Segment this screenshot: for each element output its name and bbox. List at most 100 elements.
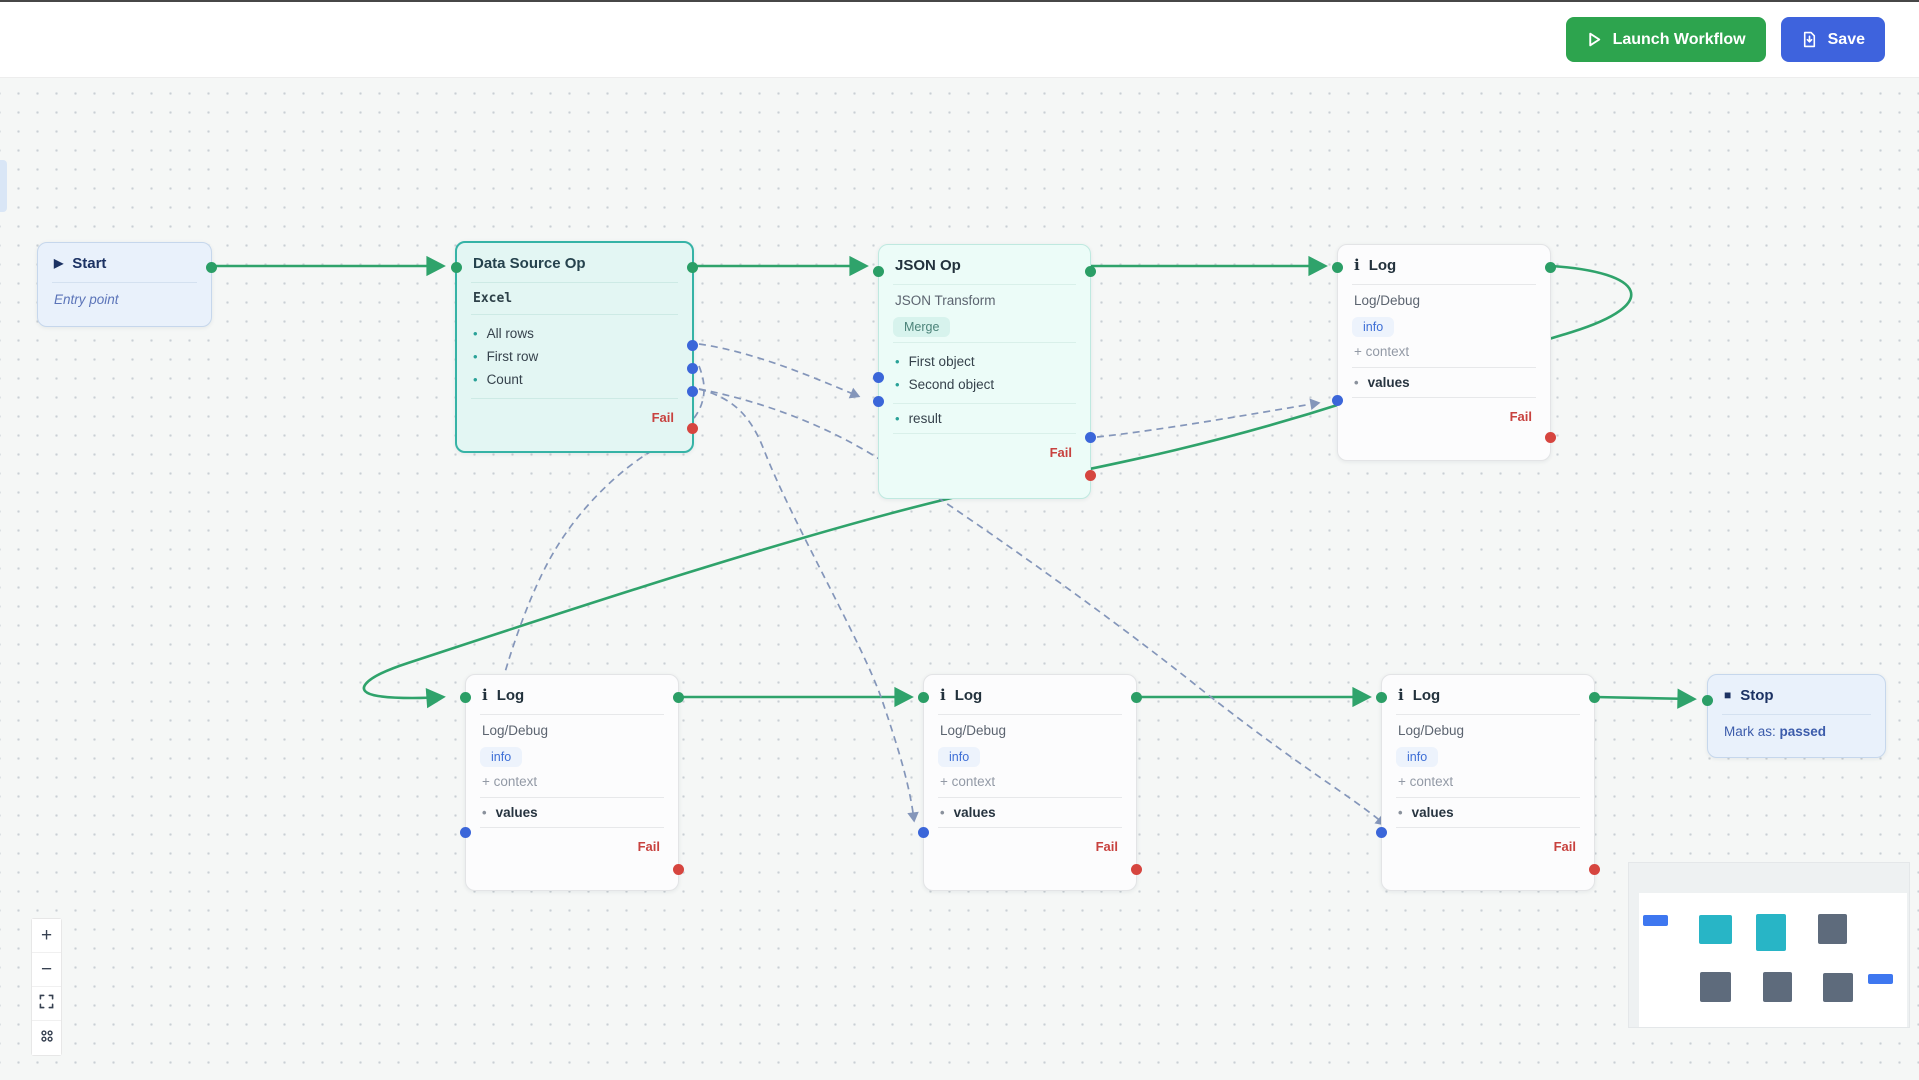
node-log-2[interactable]: i Log Log/Debug info + context •values F…: [918, 674, 1142, 891]
bullet-icon: •: [1398, 805, 1403, 820]
handle-target-flow[interactable]: [1332, 262, 1343, 273]
snap-grid-button[interactable]: [32, 1021, 61, 1055]
window-top-edge: [0, 0, 1919, 2]
handle-input-values[interactable]: [1332, 395, 1343, 406]
handle-source-flow[interactable]: [687, 262, 698, 273]
handle-output-first-row[interactable]: [687, 363, 698, 374]
save-button[interactable]: Save: [1780, 17, 1885, 62]
input-port-first-object: •First object: [895, 354, 975, 369]
handle-input-first-object[interactable]: [873, 372, 884, 383]
divider: [480, 714, 664, 715]
handle-fail[interactable]: [1131, 864, 1142, 875]
edge-result-to-log-top-values[interactable]: [1096, 398, 1321, 438]
play-outline-icon: [1586, 31, 1603, 48]
divider: [893, 433, 1076, 434]
zoom-in-button[interactable]: +: [32, 919, 61, 953]
handle-source-flow[interactable]: [1131, 692, 1142, 703]
info-icon: i: [1398, 686, 1404, 704]
launch-workflow-button[interactable]: Launch Workflow: [1565, 17, 1766, 62]
handle-fail[interactable]: [673, 864, 684, 875]
handle-output-all-rows[interactable]: [687, 340, 698, 351]
handle-target-flow[interactable]: [918, 692, 929, 703]
fail-label: Fail: [651, 410, 674, 425]
handle-source-flow[interactable]: [1545, 262, 1556, 273]
node-data-source-op[interactable]: Data Source Op Excel •All rows •First ro…: [451, 241, 698, 453]
node-start[interactable]: ▶ Start Entry point: [37, 242, 217, 327]
edge-count-to-log-3-values[interactable]: [698, 388, 1386, 826]
edge-first-row-to-log-1-values[interactable]: [468, 365, 705, 823]
divider: [1396, 797, 1580, 798]
handle-source-flow[interactable]: [1085, 266, 1096, 277]
input-port-values: •values: [482, 805, 538, 820]
input-port-values: •values: [1398, 805, 1454, 820]
node-log-3[interactable]: i Log Log/Debug info + context •values F…: [1376, 674, 1600, 891]
node-log-title: Log: [954, 686, 983, 704]
minimap-node-json-op: [1756, 914, 1786, 951]
canvas-controls: + −: [31, 918, 62, 1056]
edge-count-to-log-2-values[interactable]: [698, 388, 919, 823]
node-log-top[interactable]: i Log Log/Debug info + context •values F…: [1332, 244, 1556, 461]
minimap-node-log-1: [1700, 972, 1731, 1002]
edge-all-rows-to-second-object[interactable]: [698, 343, 861, 399]
handle-target-flow[interactable]: [1702, 695, 1713, 706]
bullet-icon: •: [1354, 375, 1359, 390]
output-port-first-row: •First row: [473, 349, 539, 364]
fail-label: Fail: [1049, 445, 1072, 460]
save-file-icon: [1801, 31, 1818, 48]
handle-input-values[interactable]: [918, 827, 929, 838]
minimap-node-stop: [1868, 974, 1893, 984]
data-source-subtype: Excel: [473, 291, 513, 306]
log-level-badge: info: [1352, 317, 1395, 337]
bullet-icon: •: [482, 805, 487, 820]
handle-target-flow[interactable]: [1376, 692, 1387, 703]
handle-input-second-object[interactable]: [873, 396, 884, 407]
node-log-1[interactable]: i Log Log/Debug info + context •values F…: [460, 674, 684, 891]
divider: [52, 282, 197, 283]
handle-source-flow[interactable]: [673, 692, 684, 703]
bullet-icon: •: [895, 411, 900, 426]
divider: [1396, 714, 1580, 715]
log-level-badge: info: [480, 747, 523, 767]
log-level-badge: info: [1396, 747, 1439, 767]
collapsed-panel-tab[interactable]: [0, 160, 7, 212]
minimap[interactable]: [1628, 862, 1910, 1028]
handle-source-flow[interactable]: [206, 262, 217, 273]
handle-fail[interactable]: [1589, 864, 1600, 875]
fail-label: Fail: [637, 839, 660, 854]
node-json-op-title: JSON Op: [895, 256, 961, 274]
fit-view-icon: [39, 993, 54, 1015]
workflow-canvas[interactable]: ▶ Start Entry point Data Source Op Excel…: [0, 78, 1919, 1080]
log-context: + context: [1398, 774, 1454, 789]
node-start-title: Start: [72, 254, 107, 272]
handle-output-result[interactable]: [1085, 432, 1096, 443]
bullet-icon: •: [473, 326, 478, 341]
dots-grid-icon: [40, 1027, 54, 1049]
zoom-out-button[interactable]: −: [32, 953, 61, 987]
node-json-op[interactable]: JSON Op JSON Transform Merge •First obje…: [873, 244, 1096, 499]
handle-fail[interactable]: [1545, 432, 1556, 443]
fail-label: Fail: [1509, 409, 1532, 424]
handle-input-values[interactable]: [1376, 827, 1387, 838]
log-subtype: Log/Debug: [482, 723, 549, 738]
handle-source-flow[interactable]: [1589, 692, 1600, 703]
divider: [480, 797, 664, 798]
toolbar: Launch Workflow Save: [0, 2, 1919, 78]
node-stop[interactable]: ■ Stop Mark as: passed: [1702, 674, 1886, 758]
handle-fail[interactable]: [1085, 470, 1096, 481]
stop-mark-as: Mark as: passed: [1724, 724, 1827, 739]
handle-target-flow[interactable]: [451, 262, 462, 273]
input-port-values: •values: [940, 805, 996, 820]
handle-input-values[interactable]: [460, 827, 471, 838]
bullet-icon: •: [940, 805, 945, 820]
handle-target-flow[interactable]: [460, 692, 471, 703]
fit-view-button[interactable]: [32, 987, 61, 1021]
node-data-source-title: Data Source Op: [473, 254, 586, 272]
output-port-result: •result: [895, 411, 942, 426]
handle-fail[interactable]: [687, 423, 698, 434]
edge-log-3-to-stop[interactable]: [1594, 688, 1697, 709]
output-port-count: •Count: [473, 372, 523, 387]
log-subtype: Log/Debug: [1354, 293, 1421, 308]
handle-output-count[interactable]: [687, 386, 698, 397]
handle-target-flow[interactable]: [873, 266, 884, 277]
divider: [893, 284, 1076, 285]
